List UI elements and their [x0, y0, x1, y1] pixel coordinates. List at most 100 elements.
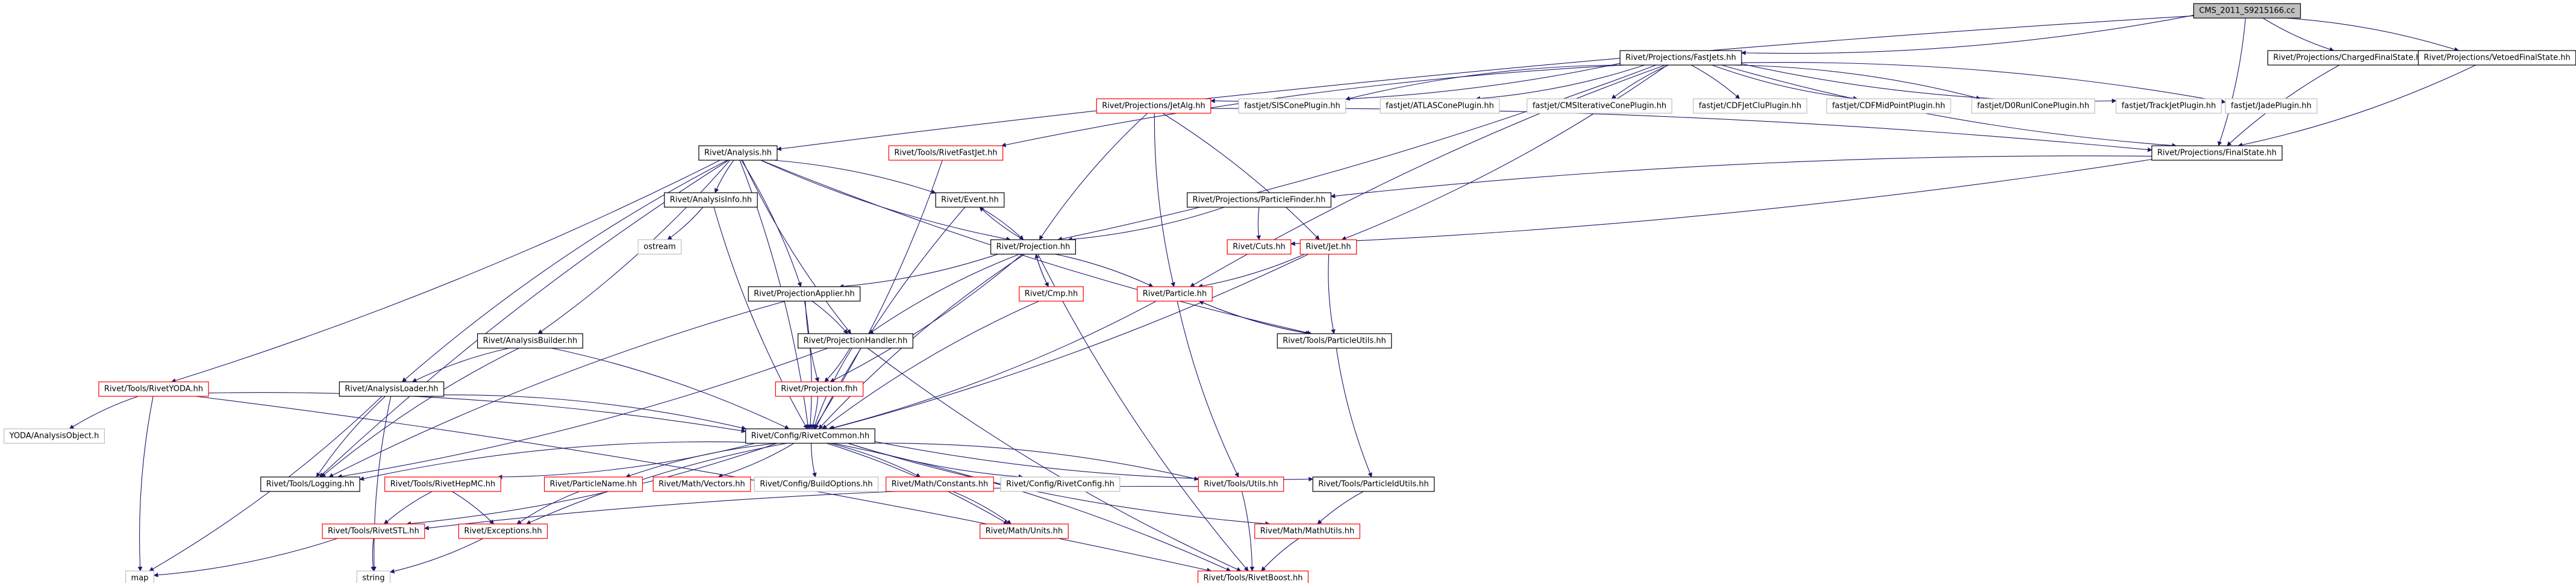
node-box [1826, 98, 1951, 114]
node-projapplier[interactable]: Rivet/ProjectionApplier.hh [748, 286, 861, 302]
edge-rivetcommon-to-mathutils [848, 443, 1271, 526]
node-trackjet[interactable]: fastjet/TrackJetPlugin.hh [2115, 98, 2222, 114]
node-ostream[interactable]: ostream [637, 239, 682, 255]
node-analysisloader[interactable]: Rivet/AnalysisLoader.hh [339, 381, 445, 397]
node-box [798, 333, 913, 349]
node-projhandler[interactable]: Rivet/ProjectionHandler.hh [798, 333, 913, 349]
edge-analysisinfo-to-rivetcommon [713, 207, 808, 429]
node-cuts[interactable]: Rivet/Cuts.hh [1227, 239, 1292, 255]
node-yodaao[interactable]: YODA/AnalysisObject.h [4, 428, 105, 444]
node-rivetstl[interactable]: Rivet/Tools/RivetSTL.hh [322, 523, 425, 539]
edge-analysisbuilder-to-logging [320, 348, 519, 478]
node-label: Rivet/Config/RivetCommon.hh [751, 432, 870, 441]
node-mathvectors[interactable]: Rivet/Math/Vectors.hh [652, 476, 751, 492]
node-cmscone[interactable]: fastjet/CMSIterativeConePlugin.hh [1527, 98, 1672, 114]
node-cdfmid[interactable]: fastjet/CDFMidPointPlugin.hh [1826, 98, 1951, 114]
node-rivethepmc[interactable]: Rivet/Tools/RivetHepMC.hh [384, 476, 501, 492]
edge-root-to-chargedfs [2262, 17, 2334, 52]
node-d0run[interactable]: fastjet/D0RunIConePlugin.hh [1971, 98, 2095, 114]
node-rivetfastjet[interactable]: Rivet/Tools/RivetFastJet.hh [888, 145, 1004, 161]
edge-toolsutils-to-rivetboost [1242, 491, 1255, 572]
node-label: Rivet/Projections/FastJets.hh [1625, 54, 1736, 63]
node-rivetboost[interactable]: Rivet/Tools/RivetBoost.hh [1197, 570, 1309, 583]
node-projection[interactable]: Rivet/Projection.hh [990, 239, 1076, 255]
node-box [1187, 192, 1331, 208]
node-cdfclu[interactable]: fastjet/CDFJetCluPlugin.hh [1693, 98, 1807, 114]
edge-rivetcommon-to-rivetstl [406, 443, 778, 526]
node-buildoptions[interactable]: Rivet/Config/BuildOptions.hh [754, 476, 879, 492]
edge-rivetcommon-to-rivetboost [833, 443, 1231, 572]
node-jetalg[interactable]: Rivet/Projections/JetAlg.hh [1096, 98, 1211, 114]
node-vetoedfs[interactable]: Rivet/Projections/VetoedFinalState.hh [2418, 50, 2576, 66]
node-box [745, 428, 875, 444]
node-box [935, 192, 1005, 208]
node-box [1312, 476, 1435, 492]
node-box [1096, 98, 1211, 114]
node-label: Rivet/Projections/FinalState.hh [2157, 149, 2277, 158]
node-particleidutils[interactable]: Rivet/Tools/ParticleIdUtils.hh [1312, 476, 1435, 492]
edge-particlename-to-exceptions [516, 491, 580, 525]
node-mathutils[interactable]: Rivet/Math/MathUtils.hh [1254, 523, 1360, 539]
node-label: Rivet/Tools/Logging.hh [266, 480, 354, 489]
node-particlename[interactable]: Rivet/ParticleName.hh [543, 476, 643, 492]
node-rivetcommon[interactable]: Rivet/Config/RivetCommon.hh [745, 428, 875, 444]
node-particleutils[interactable]: Rivet/Tools/ParticleUtils.hh [1277, 333, 1392, 349]
edge-mathconstants-to-mathunits [952, 491, 1012, 525]
node-label: Rivet/Tools/ParticleUtils.hh [1283, 337, 1386, 346]
node-label: fastjet/CDFMidPointPlugin.hh [1832, 102, 1945, 111]
node-toolsutils[interactable]: Rivet/Tools/Utils.hh [1198, 476, 1284, 492]
node-box [1019, 286, 1084, 302]
node-label: map [131, 574, 149, 583]
edge-fastjets-to-atlascone [1475, 64, 1645, 101]
node-finalstate[interactable]: Rivet/Projections/FinalState.hh [2151, 145, 2283, 161]
edge-rivetcommon-to-particleidutils [875, 441, 1313, 482]
node-analysisinfo[interactable]: Rivet/AnalysisInfo.hh [664, 192, 758, 208]
node-box [1227, 239, 1292, 255]
node-label: Rivet/Projection.fhh [781, 385, 857, 394]
node-box [888, 145, 1004, 161]
node-box [356, 570, 391, 583]
edge-fastjets-to-cmscone [1611, 64, 1669, 99]
node-map[interactable]: map [125, 570, 155, 583]
node-root[interactable]: CMS_2011_S9215166.cc [2193, 3, 2301, 19]
edge-analysisloader-to-logging [316, 396, 386, 478]
edge-projhandler-to-logging [337, 348, 828, 479]
node-rivetyoda[interactable]: Rivet/Tools/RivetYODA.hh [98, 381, 209, 397]
node-analysisbuilder[interactable]: Rivet/AnalysisBuilder.hh [477, 333, 583, 349]
node-atlascone[interactable]: fastjet/ATLASConePlugin.hh [1380, 98, 1500, 114]
node-box [339, 381, 445, 397]
edge-root-to-fastjets [1741, 14, 2194, 55]
node-jet[interactable]: Rivet/Jet.hh [1299, 239, 1357, 255]
edge-jetalg-to-finalstate [1210, 108, 2152, 152]
node-box [1380, 98, 1500, 114]
edge-rivetcommon-to-logging [359, 441, 746, 481]
node-jade[interactable]: fastjet/JadePlugin.hh [2225, 98, 2318, 114]
edge-rivetstl-to-map [153, 538, 338, 578]
node-event[interactable]: Rivet/Event.hh [935, 192, 1005, 208]
node-exceptions[interactable]: Rivet/Exceptions.hh [458, 523, 548, 539]
node-particle[interactable]: Rivet/Particle.hh [1137, 286, 1213, 302]
node-analysis[interactable]: Rivet/Analysis.hh [698, 145, 778, 161]
node-logging[interactable]: Rivet/Tools/Logging.hh [260, 476, 360, 492]
node-label: Rivet/Projections/ParticleFinder.hh [1193, 196, 1326, 205]
edge-analysis-to-analysisinfo [714, 160, 734, 193]
edge-rivetcommon-to-rivetconfig [848, 443, 1024, 479]
node-rivetconfig[interactable]: Rivet/Config/RivetConfig.hh [1000, 476, 1121, 492]
node-mathunits[interactable]: Rivet/Math/Units.hh [980, 523, 1069, 539]
node-fastjets[interactable]: Rivet/Projections/FastJets.hh [1619, 50, 1742, 66]
node-siscone[interactable]: fastjet/SISConePlugin.hh [1238, 98, 1346, 114]
node-label: Rivet/Config/RivetConfig.hh [1006, 480, 1114, 489]
node-box [775, 381, 864, 397]
node-mathconstants[interactable]: Rivet/Math/Constants.hh [886, 476, 994, 492]
node-label: fastjet/CMSIterativeConePlugin.hh [1533, 102, 1666, 111]
node-particlefinder[interactable]: Rivet/Projections/ParticleFinder.hh [1187, 192, 1331, 208]
edge-fastjets-to-trackjet [1741, 63, 2117, 104]
node-label: Rivet/Config/BuildOptions.hh [760, 480, 872, 489]
edge-rivetcommon-to-mathvectors [717, 443, 795, 478]
node-string[interactable]: string [356, 570, 391, 583]
node-cmp[interactable]: Rivet/Cmp.hh [1019, 286, 1084, 302]
node-chargedfs[interactable]: Rivet/Projections/ChargedFinalState.hh [2267, 50, 2432, 66]
edge-rivetcommon-to-mathconstants [830, 443, 921, 478]
node-projectionfhh[interactable]: Rivet/Projection.fhh [775, 381, 864, 397]
